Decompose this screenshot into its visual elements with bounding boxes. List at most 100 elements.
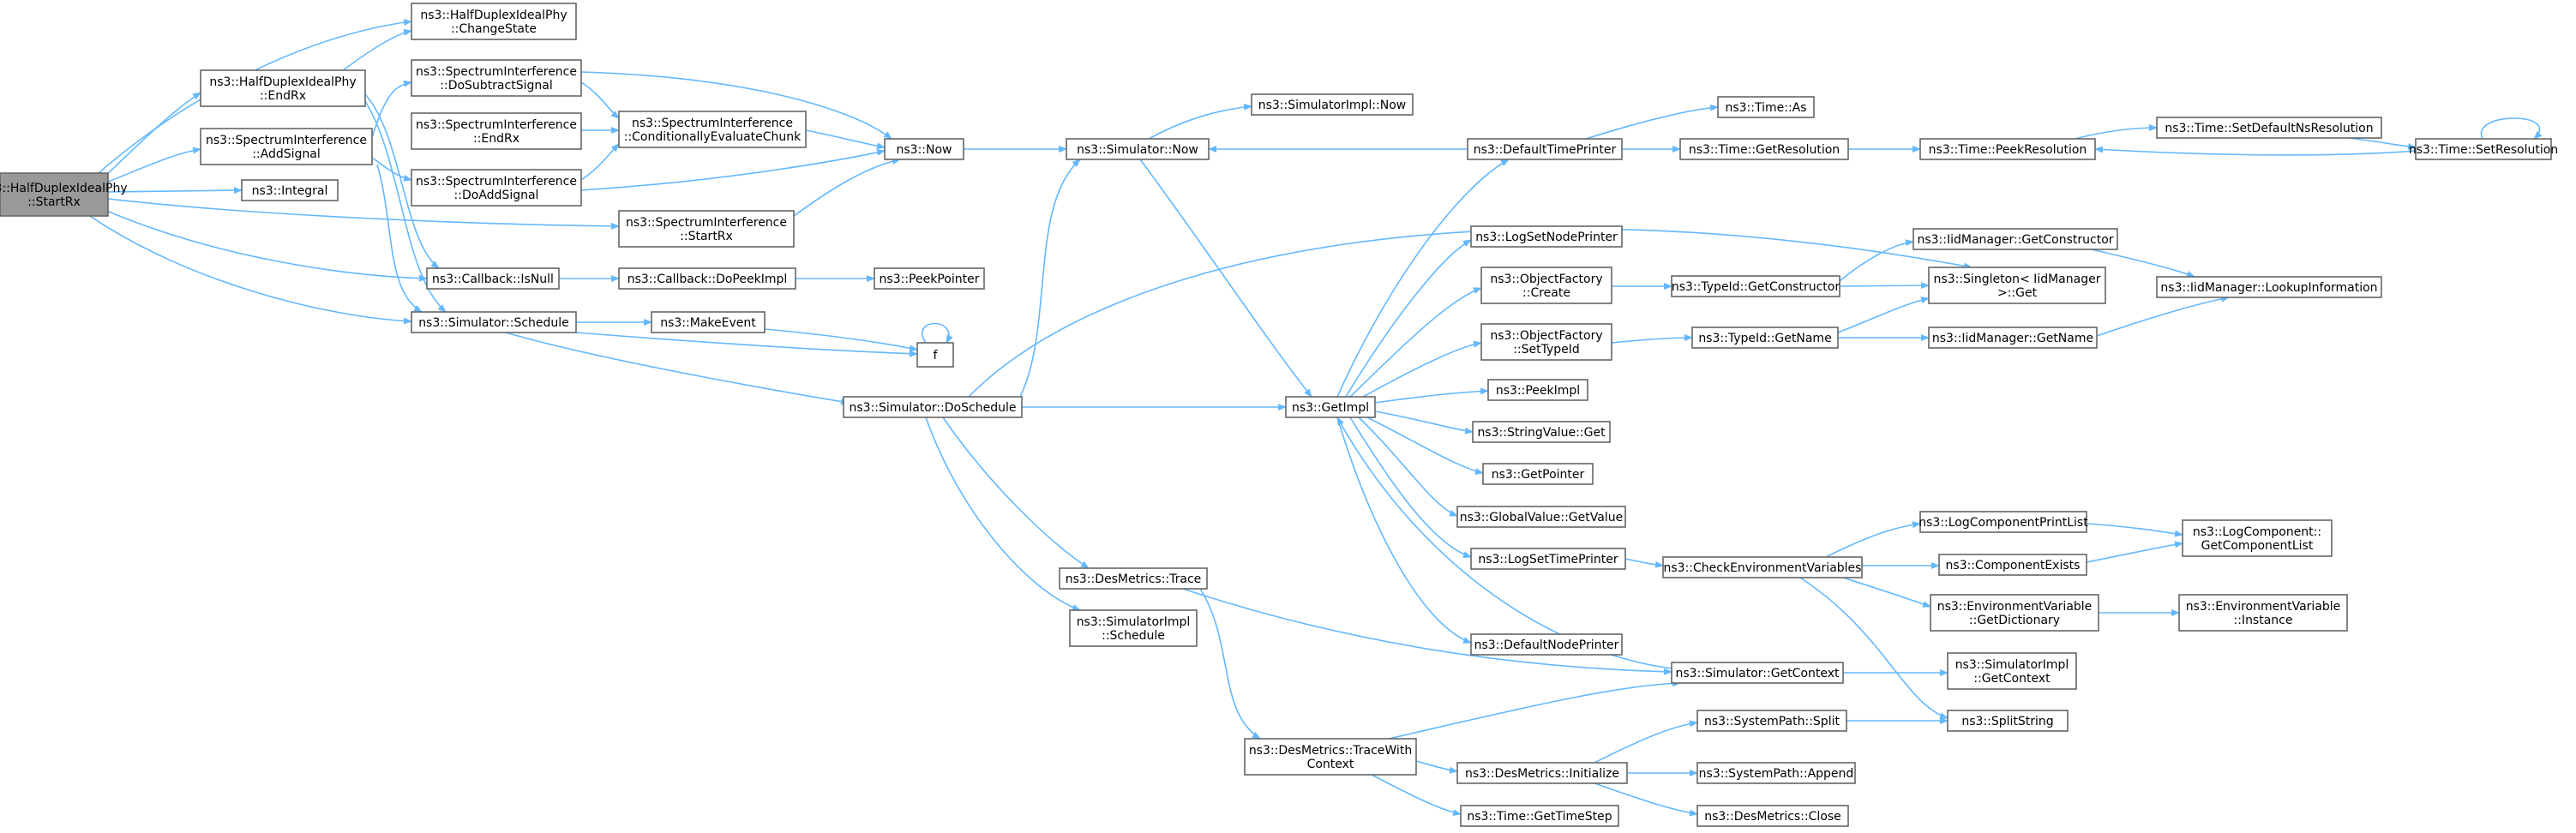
node-envInstance[interactable]: ns3::EnvironmentVariable::Instance	[2178, 594, 2348, 632]
node-box	[1285, 396, 1376, 418]
node-changeState[interactable]: ns3::HalfDuplexIdealPhy::ChangeState	[411, 3, 577, 40]
node-peekPointer[interactable]: ns3::PeekPointer	[874, 267, 985, 290]
node-implSchedule[interactable]: ns3::SimulatorImpl::Schedule	[1069, 609, 1198, 647]
node-label: ns3::GlobalValue::GetValue	[1460, 511, 1623, 524]
node-typeIdGetCtor[interactable]: ns3::TypeId::GetConstructor	[1671, 275, 1840, 297]
node-compExists[interactable]: ns3::ComponentExists	[1938, 554, 2087, 576]
node-label: ns3::Simulator::GetContext	[1675, 667, 1840, 680]
edge-condEval-to-now	[805, 129, 886, 150]
node-doAdd[interactable]: ns3::SpectrumInterference::DoAddSignal	[411, 169, 582, 207]
node-root[interactable]: ns3::HalfDuplexIdealPhy::StartRx	[0, 172, 128, 217]
node-iidGetCtor[interactable]: ns3::IidManager::GetConstructor	[1912, 228, 2118, 250]
node-logSetTimePrinter[interactable]: ns3::LogSetTimePrinter	[1470, 548, 1626, 570]
node-ofCreate[interactable]: ns3::ObjectFactory::Create	[1480, 267, 1612, 304]
node-label: ::DoAddSignal	[454, 189, 539, 202]
node-integral[interactable]: ns3::Integral	[241, 179, 339, 201]
node-label: ns3::IidManager::GetName	[1932, 332, 2093, 345]
node-box	[411, 3, 577, 40]
edge-getImpl-to-peekImpl	[1374, 387, 1489, 404]
node-typeIdGetName[interactable]: ns3::TypeId::GetName	[1691, 327, 1839, 349]
node-box	[1919, 138, 2096, 160]
edge-siStartRx-to-now	[793, 158, 901, 217]
node-box	[200, 128, 373, 165]
node-label: ns3::SimulatorImpl	[1955, 658, 2069, 672]
node-iidLookup[interactable]: ns3::IidManager::LookupInformation	[2156, 276, 2382, 298]
node-schedule[interactable]: ns3::Simulator::Schedule	[411, 311, 577, 333]
node-logSetNodePrinter[interactable]: ns3::LogSetNodePrinter	[1470, 225, 1623, 248]
node-siEndRx[interactable]: ns3::SpectrumInterference::EndRx	[411, 112, 582, 150]
node-dmInitialize[interactable]: ns3::DesMetrics::Initialize	[1456, 762, 1628, 784]
node-getResolution[interactable]: ns3::Time::GetResolution	[1679, 138, 1849, 160]
edge-logSetTimePrinter-to-checkEnv	[1624, 558, 1664, 568]
node-ofSetTypeId[interactable]: ns3::ObjectFactory::SetTypeId	[1480, 323, 1612, 361]
node-doSchedule[interactable]: ns3::Simulator::DoSchedule	[843, 396, 1023, 418]
node-peekResolution[interactable]: ns3::Time::PeekResolution	[1919, 138, 2096, 160]
node-label: ::StartRx	[680, 230, 733, 243]
edge-iidGetCtor-to-iidLookup	[2091, 249, 2195, 278]
node-condEval[interactable]: ns3::SpectrumInterference::Conditionally…	[618, 111, 807, 148]
node-now[interactable]: ns3::Now	[884, 138, 964, 160]
node-label: ns3::ComponentExists	[1946, 559, 2081, 572]
node-logCompGetList[interactable]: ns3::LogComponent::GetComponentList	[2182, 519, 2333, 557]
node-dmTrace[interactable]: ns3::DesMetrics::Trace	[1059, 567, 1208, 590]
node-peekImpl[interactable]: ns3::PeekImpl	[1487, 379, 1588, 401]
node-getImpl[interactable]: ns3::GetImpl	[1285, 396, 1376, 418]
node-gvGetValue[interactable]: ns3::GlobalValue::GetValue	[1456, 506, 1626, 528]
node-splitString[interactable]: ns3::SplitString	[1947, 710, 2069, 732]
node-label: ns3::ObjectFactory	[1490, 329, 1602, 343]
node-setDefaultNsRes[interactable]: ns3::Time::SetDefaultNsResolution	[2156, 117, 2382, 139]
node-box	[1456, 762, 1628, 784]
node-checkEnv[interactable]: ns3::CheckEnvironmentVariables	[1662, 556, 1863, 578]
node-isNull[interactable]: ns3::Callback::IsNull	[426, 267, 560, 290]
edge-dmInitialize-to-dmClose	[1594, 782, 1698, 817]
edge-doSchedule-to-singletonGet	[968, 228, 1973, 398]
node-setResolution[interactable]: ns3::Time::SetResolution	[2409, 138, 2558, 160]
edge-setDefaultNsRes-to-setResolution	[2348, 137, 2417, 150]
node-label: ns3::Simulator::DoSchedule	[850, 401, 1017, 415]
node-spAppend[interactable]: ns3::SystemPath::Append	[1696, 762, 1856, 784]
node-label: ::Create	[1522, 286, 1570, 300]
node-makeEvent[interactable]: ns3::MakeEvent	[651, 311, 766, 333]
node-logCompPrintList[interactable]: ns3::LogComponentPrintList	[1918, 511, 2088, 533]
edge-root-to-endRx	[102, 92, 201, 179]
node-box	[1691, 327, 1839, 349]
node-box	[1679, 138, 1849, 160]
node-implNow[interactable]: ns3::SimulatorImpl::Now	[1251, 93, 1414, 116]
node-addSignal[interactable]: ns3::SpectrumInterference::AddSignal	[200, 128, 373, 165]
node-label: ::ChangeState	[451, 22, 537, 36]
node-defNodePrinter[interactable]: ns3::DefaultNodePrinter	[1470, 633, 1623, 656]
node-f[interactable]: f	[916, 342, 954, 368]
node-label: ns3::Integral	[252, 184, 328, 198]
node-doSubtract[interactable]: ns3::SpectrumInterference::DoSubtractSig…	[411, 59, 582, 97]
node-spSplit[interactable]: ns3::SystemPath::Split	[1696, 710, 1847, 732]
node-box	[1460, 805, 1619, 827]
node-envGetDict[interactable]: ns3::EnvironmentVariable::GetDictionary	[1930, 594, 2099, 632]
node-timeAs[interactable]: ns3::Time::As	[1717, 96, 1815, 118]
node-defTimePrinter[interactable]: ns3::DefaultTimePrinter	[1467, 138, 1623, 160]
node-simGetContext[interactable]: ns3::Simulator::GetContext	[1671, 662, 1844, 684]
node-simNow[interactable]: ns3::Simulator::Now	[1066, 138, 1210, 160]
edge-getImpl-to-defNodePrinter	[1336, 416, 1472, 644]
node-getTimeStep[interactable]: ns3::Time::GetTimeStep	[1460, 805, 1619, 827]
node-box	[1470, 633, 1623, 656]
node-siStartRx[interactable]: ns3::SpectrumInterference::StartRx	[618, 210, 795, 248]
node-box	[1069, 609, 1198, 647]
node-singletonGet[interactable]: ns3::Singleton< IidManager>::Get	[1928, 267, 2106, 304]
node-label: ns3::SpectrumInterference	[626, 216, 787, 230]
node-iidGetName[interactable]: ns3::IidManager::GetName	[1928, 327, 2098, 349]
node-label: ns3::LogSetTimePrinter	[1478, 553, 1618, 566]
node-getPointer[interactable]: ns3::GetPointer	[1482, 463, 1594, 485]
node-label: ns3::GetImpl	[1292, 401, 1369, 415]
node-label: ns3::SplitString	[1961, 715, 2053, 728]
node-label: ns3::HalfDuplexIdealPhy	[209, 75, 356, 89]
node-doPeekImpl[interactable]: ns3::Callback::DoPeekImpl	[618, 267, 796, 290]
node-dmClose[interactable]: ns3::DesMetrics::Close	[1696, 805, 1849, 827]
node-box	[843, 396, 1023, 418]
node-label: ns3::Time::GetResolution	[1689, 143, 1840, 157]
node-label: GetComponentList	[2201, 539, 2314, 553]
node-endRx[interactable]: ns3::HalfDuplexIdealPhy::EndRx	[200, 69, 366, 107]
node-implGetContext[interactable]: ns3::SimulatorImpl::GetContext	[1947, 652, 2077, 690]
node-stringValueGet[interactable]: ns3::StringValue::Get	[1472, 421, 1611, 443]
